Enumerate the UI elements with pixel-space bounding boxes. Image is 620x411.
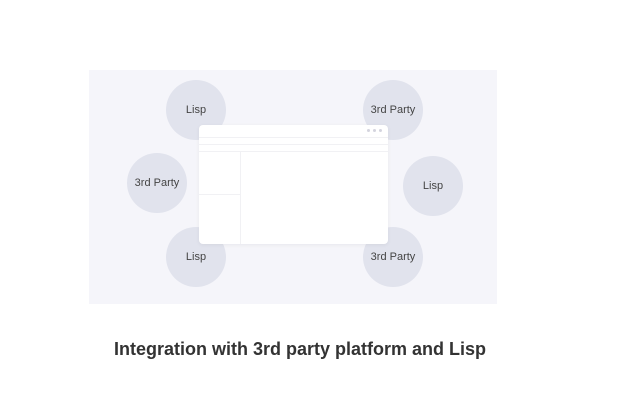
node-label: 3rd Party [370,251,416,263]
node-3rd-party: 3rd Party [363,227,423,287]
app-window-mockup [199,125,388,244]
node-label: 3rd Party [134,177,180,189]
divider [199,137,388,138]
divider [199,144,388,145]
node-label: Lisp [422,180,444,192]
node-label: Lisp [185,251,207,263]
node-label: 3rd Party [370,104,416,116]
window-menu-dots-icon [367,129,382,132]
window-sidebar [199,151,241,244]
caption: Integration with 3rd party platform and … [113,339,487,359]
node-label: Lisp [185,104,207,116]
node-lisp: Lisp [403,156,463,216]
node-3rd-party: 3rd Party [127,153,187,213]
divider [199,151,388,152]
